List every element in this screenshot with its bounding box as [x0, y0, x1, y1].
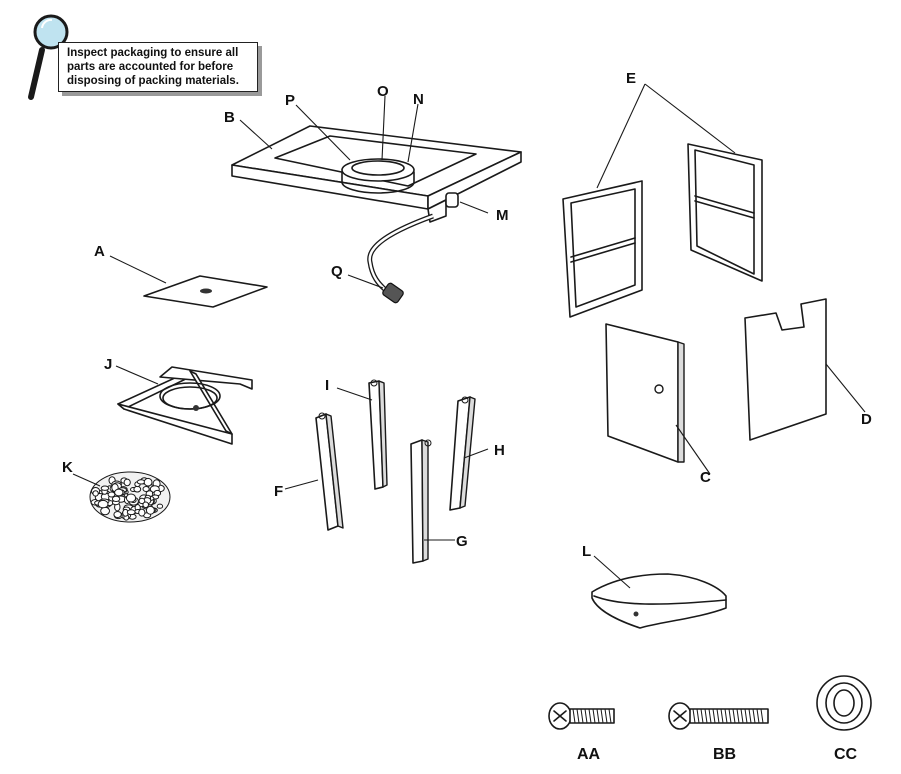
- screw-thread: [712, 708, 716, 724]
- lava-rock: [142, 486, 150, 492]
- label-j: J: [104, 356, 112, 373]
- hardware-aa-screw: [548, 702, 615, 730]
- lava-rock: [138, 497, 146, 505]
- screw-thread: [596, 708, 600, 724]
- lava-rock: [142, 501, 149, 509]
- screw-thread: [604, 708, 608, 724]
- leader-lines: [72, 83, 866, 589]
- part-e-side-panels: [562, 143, 763, 318]
- screw-thread: [752, 708, 756, 724]
- part-k-lava-rocks: [89, 471, 171, 523]
- lava-rock: [133, 485, 142, 493]
- hardware-cc-washer: [816, 675, 872, 731]
- screw-thread: [576, 708, 580, 724]
- screw-thread: [756, 708, 760, 724]
- label-aa: AA: [577, 746, 601, 763]
- lava-rock: [138, 508, 146, 517]
- part-d-back-panel: [744, 298, 827, 441]
- label-d: D: [861, 411, 872, 428]
- label-n: N: [413, 91, 424, 108]
- label-p: P: [285, 92, 295, 109]
- label-g: G: [456, 533, 468, 550]
- lava-rock: [97, 499, 109, 509]
- lava-rock: [114, 488, 124, 497]
- screw-thread: [700, 708, 704, 724]
- label-h: H: [494, 442, 505, 459]
- part-a-plate: [143, 275, 268, 308]
- screw-thread: [584, 708, 588, 724]
- screw-thread: [588, 708, 592, 724]
- screw-thread: [608, 708, 612, 724]
- screw-thread: [592, 708, 596, 724]
- screw-thread: [740, 708, 744, 724]
- lava-rock: [113, 511, 122, 518]
- screw-thread: [728, 708, 732, 724]
- screw-thread: [708, 708, 712, 724]
- part-b-table-top: [231, 125, 522, 223]
- screw-thread: [736, 708, 740, 724]
- lava-rock: [100, 506, 110, 516]
- lava-rock: [145, 505, 155, 515]
- inspect-packaging-note: Inspect packaging to ensure all parts ar…: [58, 42, 258, 92]
- part-j-bracket: [117, 366, 253, 445]
- lava-rock: [126, 509, 136, 516]
- label-a: A: [94, 243, 105, 260]
- screw-thread: [760, 708, 764, 724]
- part-i-leg: [368, 379, 388, 490]
- label-bb: BB: [713, 746, 736, 763]
- part-q-hose: [367, 213, 434, 304]
- lava-rock: [92, 490, 99, 497]
- screw-thread: [696, 708, 700, 724]
- lava-rock: [123, 478, 131, 487]
- screw-thread: [744, 708, 748, 724]
- screw-thread: [724, 708, 728, 724]
- screw-thread: [704, 708, 708, 724]
- label-cc: CC: [834, 746, 858, 763]
- label-o: O: [377, 83, 389, 100]
- screw-thread: [580, 708, 584, 724]
- screw-thread: [692, 708, 696, 724]
- part-labels: A B C D E F G H I J K L M N O P Q AA BB …: [62, 70, 872, 763]
- label-b: B: [224, 109, 235, 126]
- label-l: L: [582, 543, 591, 560]
- lava-rock: [100, 485, 110, 491]
- lava-rock: [156, 503, 164, 509]
- part-f-leg: [315, 412, 344, 531]
- hardware-bb-screw: [668, 702, 769, 730]
- label-e: E: [626, 70, 636, 87]
- screw-thread: [572, 708, 576, 724]
- lava-rock: [111, 495, 121, 502]
- label-f: F: [274, 483, 283, 500]
- magnifier-icon: [28, 14, 69, 100]
- part-h-leg: [449, 396, 476, 511]
- screw-thread: [732, 708, 736, 724]
- part-c-door-panel: [605, 323, 685, 463]
- screw-thread: [600, 708, 604, 724]
- label-q: Q: [331, 263, 343, 280]
- lava-rock: [143, 477, 153, 487]
- lava-rock: [125, 493, 137, 503]
- label-k: K: [62, 459, 73, 476]
- screw-thread: [716, 708, 720, 724]
- part-l-cover: [591, 573, 727, 629]
- part-g-leg: [410, 439, 432, 564]
- label-i: I: [325, 377, 329, 394]
- label-m: M: [496, 207, 509, 224]
- screw-thread: [748, 708, 752, 724]
- label-c: C: [700, 469, 711, 486]
- screw-thread: [720, 708, 724, 724]
